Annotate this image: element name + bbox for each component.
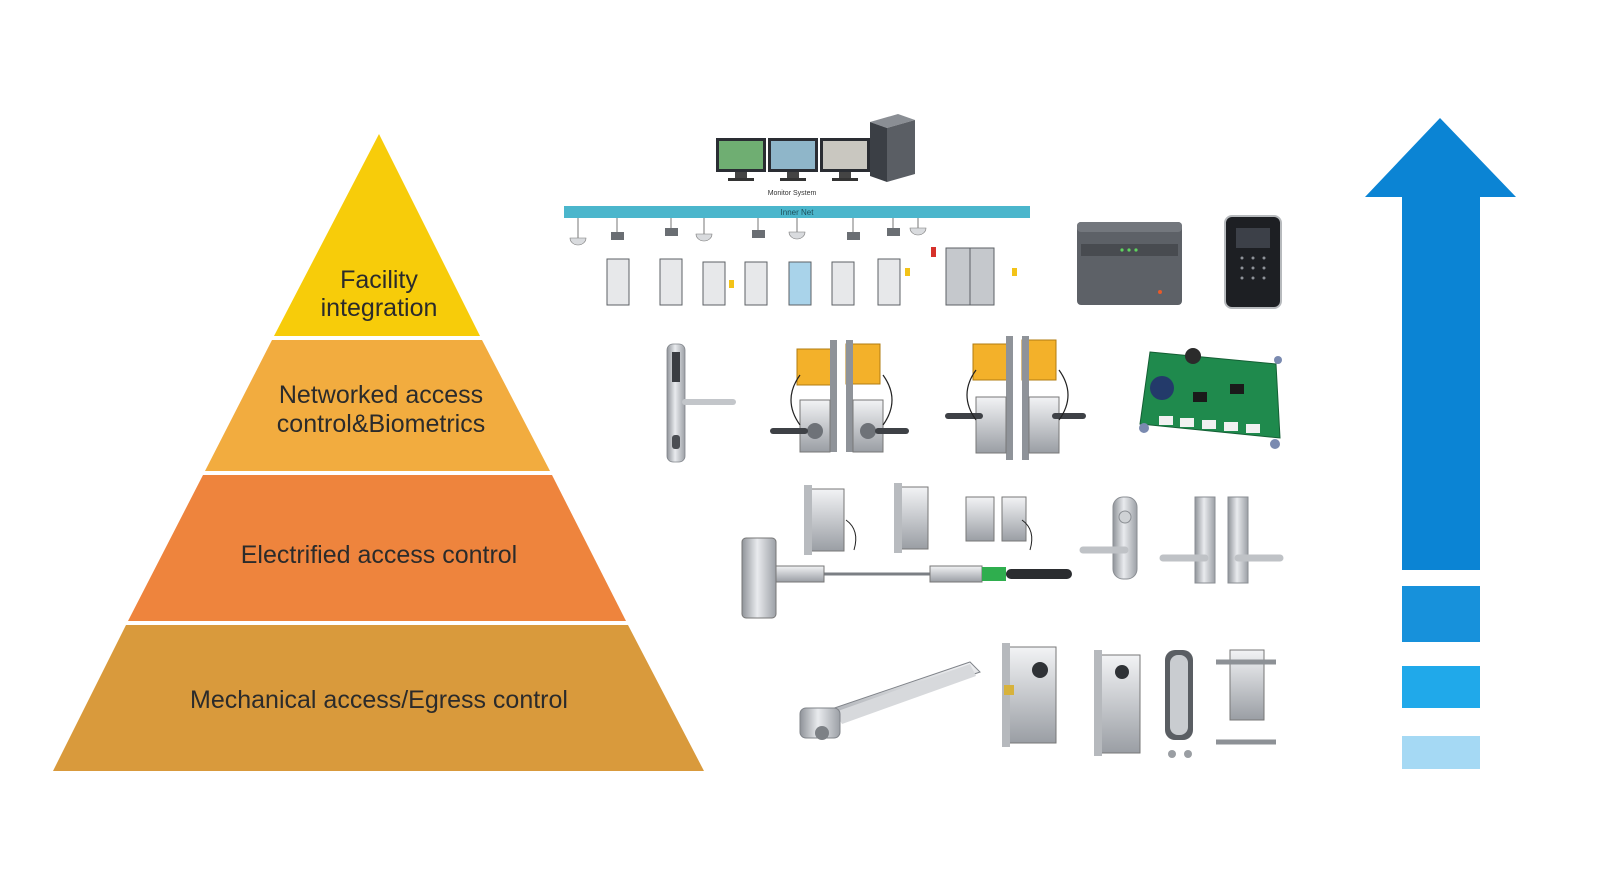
lock-hardware-icon bbox=[945, 336, 1086, 460]
tier-label-line: Electrified access control bbox=[241, 541, 518, 569]
lock-hardware-icon bbox=[804, 483, 1033, 555]
keypad-reader-icon bbox=[1224, 215, 1282, 309]
lock-hardware-icon bbox=[741, 537, 1072, 619]
server-tower-icon bbox=[870, 114, 915, 182]
lock-hardware-icon bbox=[1002, 643, 1276, 758]
lock-hardware-icon bbox=[666, 343, 736, 463]
tier-label-line: Networked access bbox=[279, 381, 483, 409]
pyramid-tier-electrified-access bbox=[128, 475, 626, 621]
dome-camera-icon bbox=[569, 227, 927, 246]
circuit-board-icon bbox=[1139, 348, 1282, 449]
progress-arrow bbox=[1365, 118, 1516, 769]
inner-net-label: Inner Net bbox=[781, 208, 815, 217]
pyramid-tier-facility-integration bbox=[274, 134, 480, 336]
up-arrow-icon bbox=[1365, 118, 1516, 570]
monitor-system-label: Monitor System bbox=[768, 190, 817, 197]
arrow-step-block bbox=[1402, 586, 1480, 642]
tier-label-line: Mechanical access/Egress control bbox=[190, 686, 568, 714]
tier-label-line: Facility bbox=[340, 266, 418, 294]
pyramid-tier-mechanical-access bbox=[53, 625, 704, 771]
inner-net-bus bbox=[564, 206, 1030, 218]
pyramid: Facility integration Networked access co… bbox=[53, 134, 704, 771]
panic-bar-icon bbox=[799, 661, 981, 740]
arrow-step-block bbox=[1402, 666, 1480, 708]
arrow-step-block bbox=[1402, 736, 1480, 769]
tier-label-line: control&Biometrics bbox=[277, 410, 485, 438]
network-topology: Monitor System Inner Net bbox=[564, 114, 1030, 306]
access-controller-icon bbox=[1077, 222, 1182, 305]
monitor-wall-icon bbox=[716, 138, 870, 181]
lock-hardware-icon bbox=[1079, 496, 1284, 584]
pyramid-tier-networked-access bbox=[205, 340, 550, 471]
tier-label-line: integration bbox=[321, 294, 438, 322]
lock-hardware-icon bbox=[770, 340, 909, 453]
